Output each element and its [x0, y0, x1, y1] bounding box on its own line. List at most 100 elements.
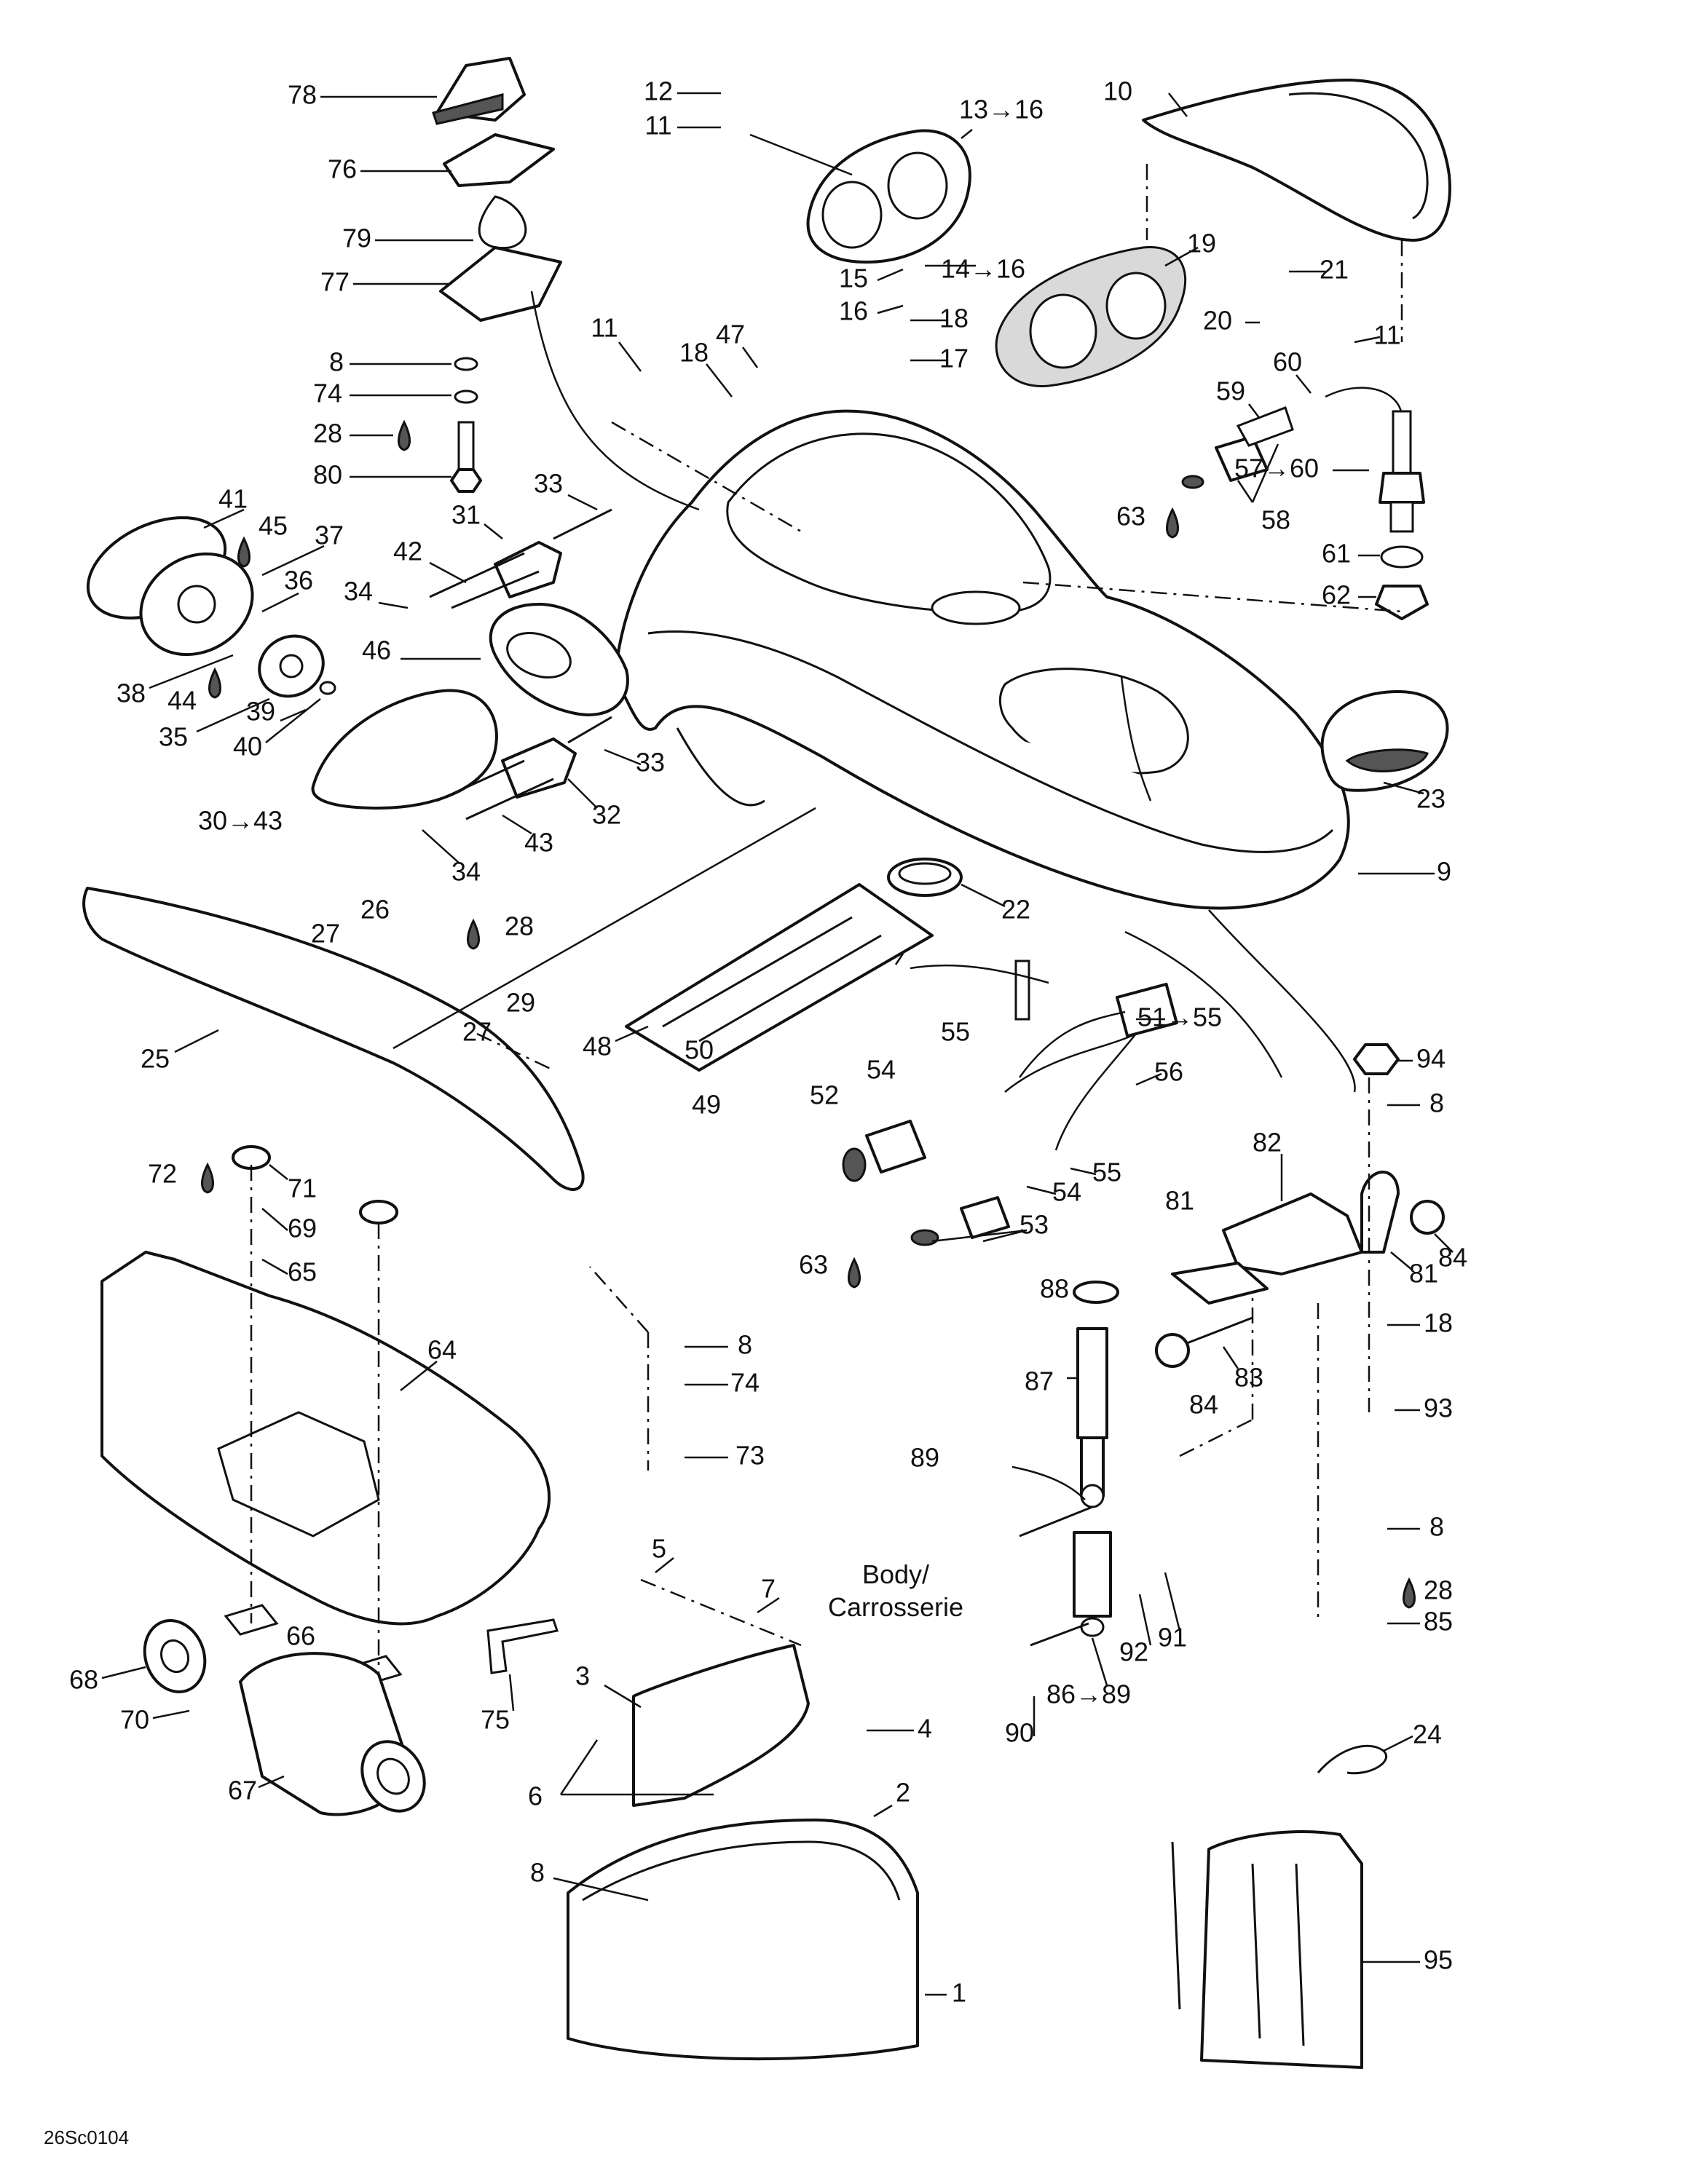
callout-c55b: 55 — [1092, 1158, 1121, 1187]
callout-c34a: 34 — [344, 577, 373, 606]
callout-c47: 47 — [716, 320, 745, 349]
callout-c18c: 18 — [1424, 1308, 1453, 1338]
grommet-part — [887, 858, 963, 897]
callout-c8d: 8 — [738, 1330, 752, 1360]
figure-code: 26Sc0104 — [44, 2126, 129, 2148]
connector-52-part — [842, 1120, 926, 1182]
callout-c54b: 54 — [1052, 1177, 1081, 1207]
callout-c40: 40 — [233, 732, 262, 761]
callout-c19: 19 — [1187, 229, 1216, 258]
callout-c35: 35 — [159, 722, 188, 752]
callout-c8c: 8 — [1429, 1512, 1444, 1542]
tube-cap-68-part — [143, 1619, 207, 1693]
callout-c52: 52 — [810, 1080, 839, 1110]
callout-c10: 10 — [1103, 76, 1132, 106]
callout-c41: 41 — [218, 484, 248, 514]
body-note-line2: Carrosserie — [828, 1592, 963, 1622]
light-lens-part — [86, 516, 336, 698]
callout-c14: 14→16 — [941, 254, 1025, 284]
callout-c78: 78 — [288, 80, 317, 110]
callout-c11b: 11 — [1373, 320, 1400, 350]
connector-53-part — [910, 1196, 1010, 1246]
callout-c55a: 55 — [941, 1017, 970, 1047]
callout-c42: 42 — [393, 537, 422, 566]
callout-c32: 32 — [592, 800, 621, 830]
callout-c82: 82 — [1253, 1128, 1282, 1158]
hood-body-part — [614, 409, 1350, 910]
callout-c68: 68 — [69, 1665, 98, 1695]
storage-bin-part — [567, 1819, 919, 2061]
callout-c75: 75 — [481, 1705, 510, 1735]
grease-drop-icon — [208, 667, 221, 699]
callout-c5: 5 — [652, 1534, 666, 1564]
callout-c8b: 8 — [1429, 1088, 1444, 1118]
callout-c48: 48 — [583, 1032, 612, 1061]
callout-c22: 22 — [1001, 895, 1030, 925]
callout-c93: 93 — [1424, 1393, 1453, 1423]
electrical-module-part — [1004, 960, 1178, 1151]
callout-c15: 15 — [839, 264, 868, 293]
callout-c63a: 63 — [1116, 502, 1145, 531]
tow-eye-part — [432, 57, 562, 493]
callout-c34b: 34 — [451, 857, 481, 887]
callout-c33a: 33 — [534, 469, 563, 499]
temperature-sensor-part — [1325, 387, 1429, 620]
callout-c17: 17 — [939, 344, 969, 373]
leader-lines — [101, 92, 1454, 1996]
callout-c95: 95 — [1424, 1945, 1453, 1975]
callout-c80: 80 — [313, 460, 342, 490]
storage-panel-3-part — [632, 1644, 810, 1807]
callout-c84a: 84 — [1438, 1243, 1467, 1273]
callout-c50: 50 — [685, 1035, 714, 1065]
callout-c12: 12 — [644, 76, 673, 106]
callout-c66: 66 — [286, 1621, 315, 1651]
callout-c9: 9 — [1437, 857, 1451, 887]
callout-c25: 25 — [141, 1044, 170, 1074]
assembly-lines — [250, 164, 1403, 1674]
callout-c89: 89 — [910, 1443, 939, 1473]
callout-c43a: 30→43 — [198, 806, 283, 836]
callout-c59: 59 — [1216, 376, 1245, 406]
callout-c74b: 74 — [730, 1368, 760, 1398]
grease-drop-icon — [848, 1257, 861, 1289]
storage-tube-part — [239, 1652, 426, 1816]
callout-c2: 2 — [896, 1778, 910, 1808]
windshield-part — [1142, 79, 1451, 242]
callout-c81a: 81 — [1165, 1186, 1194, 1216]
callout-c67: 67 — [228, 1776, 257, 1805]
side-rail-part — [82, 887, 585, 1191]
grease-drop-icon — [1166, 507, 1179, 539]
mirror-bracket-31-part — [429, 508, 612, 609]
gauge-cover-part — [995, 246, 1187, 387]
callout-c86: 86→89 — [1046, 1679, 1131, 1709]
callout-c49: 49 — [692, 1090, 721, 1120]
hex-key-part — [486, 1618, 559, 1674]
callout-c69: 69 — [288, 1214, 317, 1243]
body-note-line1: Body/ — [862, 1559, 929, 1589]
callout-c62: 62 — [1322, 580, 1351, 610]
callout-c94: 94 — [1416, 1044, 1446, 1074]
callout-c7: 7 — [761, 1574, 776, 1604]
callout-c29: 29 — [506, 988, 535, 1018]
callout-c21: 21 — [1320, 255, 1349, 285]
under-cover-part — [100, 1251, 551, 1626]
callout-c33b: 33 — [636, 748, 665, 778]
direction-arrows — [393, 290, 1356, 1500]
grease-drop-icon — [237, 536, 251, 568]
callout-c74a: 74 — [313, 379, 342, 408]
callout-c46: 46 — [362, 636, 391, 665]
callout-c76: 76 — [328, 154, 357, 184]
steering-linkage-part — [1155, 1171, 1445, 1368]
callout-c28b: 28 — [505, 911, 534, 941]
callout-c43b: 43 — [524, 828, 553, 858]
callout-c20: 20 — [1203, 306, 1232, 336]
grease-drop-icons — [201, 419, 1416, 1609]
callout-c37: 37 — [315, 521, 344, 550]
callout-c39: 39 — [246, 697, 275, 727]
callout-c51: 51→55 — [1137, 1002, 1222, 1032]
callout-c91: 91 — [1158, 1623, 1187, 1653]
callout-c58: 58 — [1261, 505, 1290, 535]
callout-c13: 13→16 — [959, 95, 1044, 124]
callout-c73: 73 — [735, 1441, 765, 1471]
callout-c11c: 11 — [591, 313, 618, 343]
